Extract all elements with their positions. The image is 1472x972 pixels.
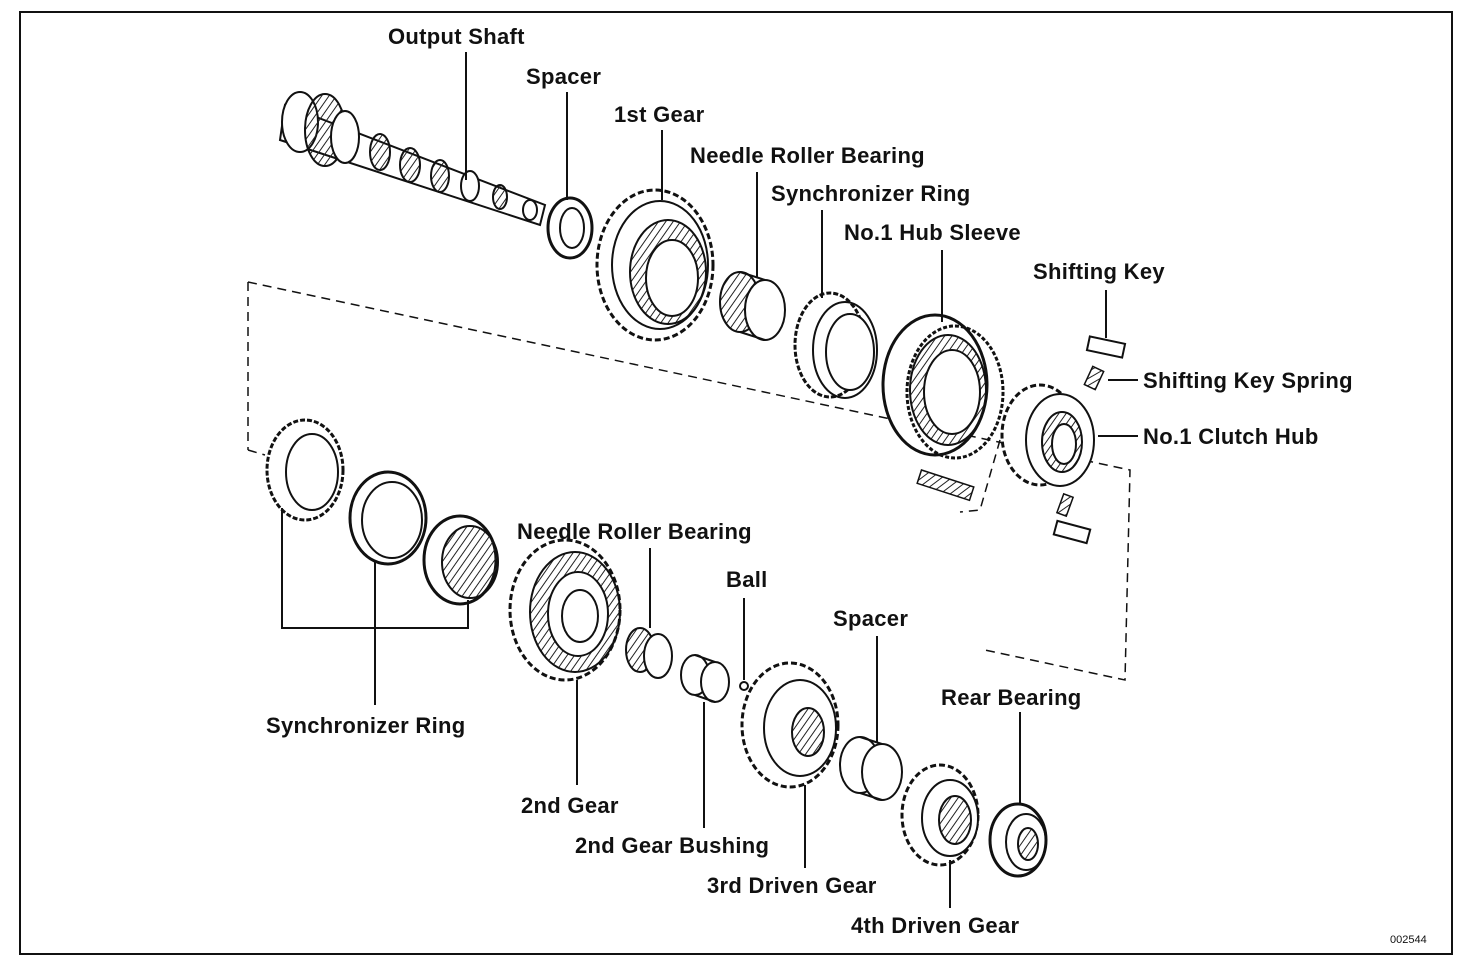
clutch-hub: [1000, 383, 1138, 487]
label-spacer-top: Spacer: [526, 64, 602, 89]
label-rear-bearing: Rear Bearing: [941, 685, 1082, 710]
label-ball: Ball: [726, 567, 768, 592]
label-second-gear-bushing: 2nd Gear Bushing: [575, 833, 770, 858]
label-fourth-driven-gear: 4th Driven Gear: [851, 913, 1020, 938]
label-synchro-ring-top: Synchronizer Ring: [771, 181, 971, 206]
label-output-shaft: Output Shaft: [388, 24, 525, 49]
figure-code: 002544: [1390, 934, 1427, 946]
label-needle-bearing-bottom: Needle Roller Bearing: [517, 519, 752, 544]
dashed-group-outline: [247, 281, 1131, 681]
hub-sleeve: [881, 250, 1005, 460]
ball: [739, 598, 749, 691]
third-driven-gear: [740, 661, 840, 868]
first-gear: [595, 130, 715, 342]
label-third-driven-gear: 3rd Driven Gear: [707, 873, 877, 898]
synchro-ring-top: [793, 210, 878, 399]
label-needle-bearing-top: Needle Roller Bearing: [690, 143, 925, 168]
output-shaft: [278, 52, 547, 227]
label-shifting-key-spring: Shifting Key Spring: [1143, 368, 1353, 393]
spacer-bottom: [839, 636, 903, 801]
shifting-key-top: [1085, 290, 1127, 359]
spacer-top: [546, 92, 594, 260]
label-shifting-key: Shifting Key: [1033, 259, 1165, 284]
label-hub-sleeve: No.1 Hub Sleeve: [844, 220, 1021, 245]
second-gear: [508, 538, 622, 785]
shifting-key-spring: [1083, 365, 1138, 391]
fourth-driven-gear: [900, 763, 980, 908]
dashed-group-outline-2: [247, 439, 1001, 513]
label-spacer-bottom: Spacer: [833, 606, 909, 631]
needle-bearing-top: [719, 172, 786, 341]
label-second-gear: 2nd Gear: [521, 793, 619, 818]
shifting-key-bottom: [1052, 492, 1092, 545]
synchro-ring-group: [265, 418, 499, 705]
shifting-key-spring-left: [916, 469, 975, 502]
figure-border: [19, 11, 1453, 955]
second-gear-bushing: [680, 654, 730, 828]
label-clutch-hub: No.1 Clutch Hub: [1143, 424, 1319, 449]
label-first-gear: 1st Gear: [614, 102, 705, 127]
rear-bearing: [988, 712, 1048, 878]
needle-bearing-bottom: [625, 548, 673, 679]
label-synchro-ring-bottom: Synchronizer Ring: [266, 713, 466, 738]
